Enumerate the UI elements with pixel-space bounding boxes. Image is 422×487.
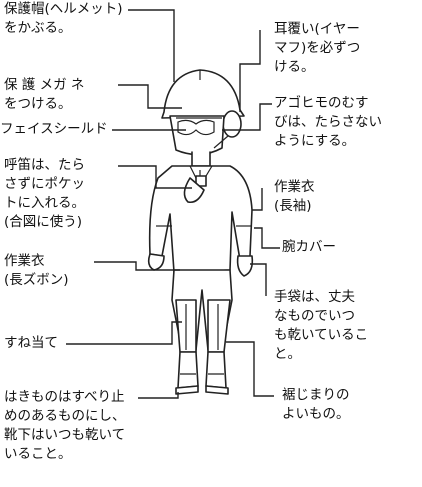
label-helmet: 保護帽(ヘルメット)をかぶる。 — [4, 1, 123, 36]
boot-shape — [177, 351, 199, 389]
label-whistle: 呼笛は、たらさずにポケッ トに入れる。(合図に使う) — [4, 157, 85, 230]
label-jacket: 作業衣(長袖) — [274, 179, 315, 214]
label-earmuffs: 耳覆い(イヤーマフ)を必ずつ ける。 — [274, 21, 361, 75]
label-chin-strap: アゴヒモのむすびは、たらさない ようにする。 — [274, 95, 382, 149]
label-shin-guard: すね当て — [4, 335, 58, 351]
label-trousers: 作業衣(長ズボン) — [4, 253, 69, 288]
whistle-shape — [195, 175, 207, 187]
earmuff-shape — [222, 110, 242, 138]
label-cuffs: 裾じまりのよいもの。 — [282, 387, 350, 422]
goggles-shape — [177, 119, 215, 136]
glove-shape — [236, 255, 254, 277]
label-goggles: 保 護 メガ ネをつける。 — [4, 77, 85, 112]
label-gloves: 手袋は、丈夫なものでいつ も乾いていること。 — [274, 289, 369, 362]
label-footwear: はきものはすべり止めのあるものにし、 靴下はいつも乾いていること。 — [4, 389, 126, 462]
label-face-shield: フェイスシールド — [0, 121, 108, 137]
label-arm-cover: 腕カバー — [282, 239, 336, 255]
chin-strap-shape — [213, 135, 229, 149]
